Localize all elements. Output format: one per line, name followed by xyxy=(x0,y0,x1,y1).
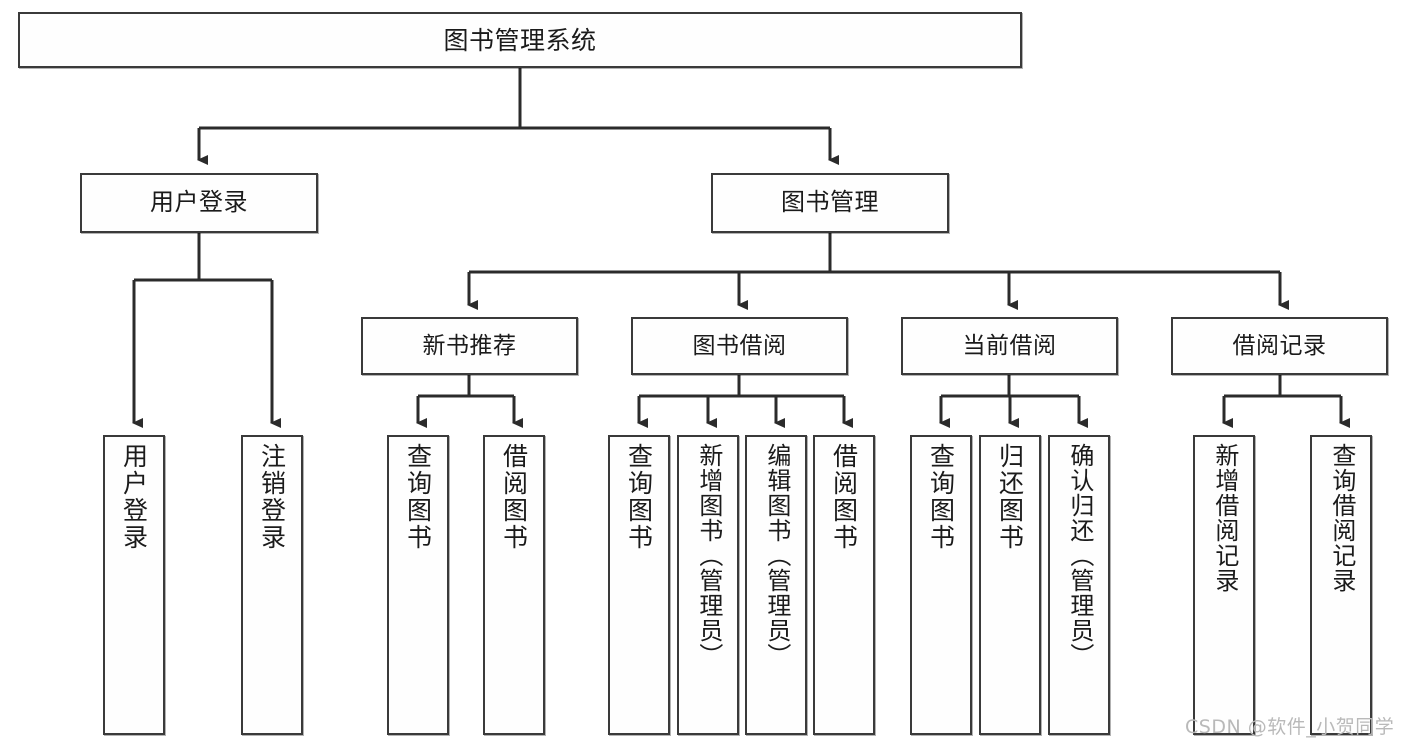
node-leaf-return-book[interactable]: 归还图书 xyxy=(979,435,1041,735)
node-leaf-add-borrow-record[interactable]: 新增借阅记录 xyxy=(1193,435,1255,735)
node-book-borrow[interactable]: 图书借阅 xyxy=(631,317,848,375)
node-root-label: 图书管理系统 xyxy=(443,25,597,55)
csdn-watermark: CSDN @软件_小贺同学 xyxy=(1185,716,1395,738)
node-new-book-rec-label: 新书推荐 xyxy=(422,332,517,359)
node-user-login[interactable]: 用户登录 xyxy=(80,173,318,233)
node-leaf-confirm-return-label: 确认归还（管理员） xyxy=(1065,443,1094,668)
node-leaf-query-borrow-record[interactable]: 查询借阅记录 xyxy=(1310,435,1372,735)
node-leaf-borrow-book[interactable]: 借阅图书 xyxy=(813,435,875,735)
node-current-borrow[interactable]: 当前借阅 xyxy=(901,317,1118,375)
node-leaf-query-book-rec[interactable]: 查询图书 xyxy=(387,435,449,735)
node-leaf-query-book-current-label: 查询图书 xyxy=(926,443,956,551)
node-leaf-borrow-book-label: 借阅图书 xyxy=(829,443,859,551)
node-leaf-edit-book-label: 编辑图书（管理员） xyxy=(762,443,791,668)
node-book-borrow-label: 图书借阅 xyxy=(692,332,787,359)
node-borrow-record-label: 借阅记录 xyxy=(1232,332,1327,359)
node-user-login-label: 用户登录 xyxy=(150,188,248,217)
node-borrow-record[interactable]: 借阅记录 xyxy=(1171,317,1388,375)
node-leaf-query-book-borrow-label: 查询图书 xyxy=(624,443,654,551)
node-current-borrow-label: 当前借阅 xyxy=(962,332,1057,359)
node-root[interactable]: 图书管理系统 xyxy=(18,12,1022,68)
node-leaf-query-book-rec-label: 查询图书 xyxy=(403,443,433,551)
node-leaf-query-book-borrow[interactable]: 查询图书 xyxy=(608,435,670,735)
node-leaf-add-book-label: 新增图书（管理员） xyxy=(694,443,723,668)
node-leaf-confirm-return[interactable]: 确认归还（管理员） xyxy=(1048,435,1110,735)
node-leaf-query-borrow-record-label: 查询借阅记录 xyxy=(1327,443,1356,593)
node-leaf-borrow-book-rec[interactable]: 借阅图书 xyxy=(483,435,545,735)
node-leaf-add-book[interactable]: 新增图书（管理员） xyxy=(677,435,739,735)
node-leaf-query-book-current[interactable]: 查询图书 xyxy=(910,435,972,735)
node-leaf-edit-book[interactable]: 编辑图书（管理员） xyxy=(745,435,807,735)
node-new-book-rec[interactable]: 新书推荐 xyxy=(361,317,578,375)
node-leaf-borrow-book-rec-label: 借阅图书 xyxy=(499,443,529,551)
node-leaf-user-login[interactable]: 用户登录 xyxy=(103,435,165,735)
node-book-manage-label: 图书管理 xyxy=(781,188,879,217)
node-leaf-user-login-label: 用户登录 xyxy=(119,443,149,551)
node-leaf-logout-label: 注销登录 xyxy=(257,443,287,551)
node-leaf-add-borrow-record-label: 新增借阅记录 xyxy=(1210,443,1239,593)
node-book-manage[interactable]: 图书管理 xyxy=(711,173,949,233)
node-leaf-logout[interactable]: 注销登录 xyxy=(241,435,303,735)
node-leaf-return-book-label: 归还图书 xyxy=(995,443,1025,551)
